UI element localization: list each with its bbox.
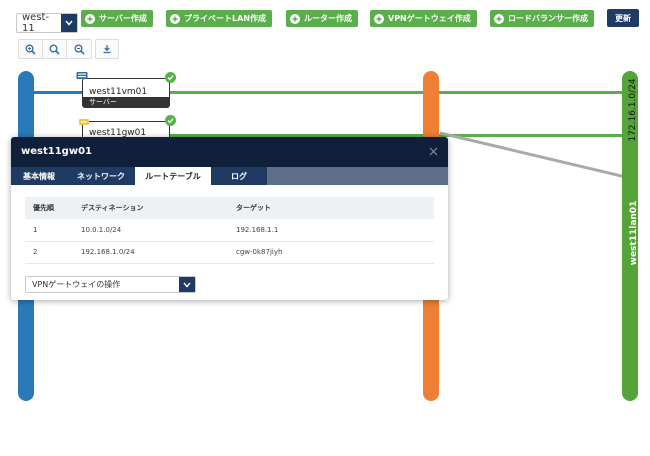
cell-destination: 192.168.1.0/24 xyxy=(73,241,228,264)
chevron-down-icon xyxy=(179,277,195,292)
plus-icon xyxy=(374,13,384,24)
zoom-in-icon xyxy=(25,44,36,55)
gateway-node[interactable]: west11gw01 xyxy=(82,121,170,141)
route-table: 優先順 デスティネーション ターゲット 1 10.0.1.0/24 192.16… xyxy=(25,197,434,264)
connection-line xyxy=(32,91,84,94)
modal-header: west11gw01 xyxy=(11,137,448,167)
lan-bar-green[interactable] xyxy=(622,71,638,401)
plus-icon xyxy=(170,13,180,24)
create-private-lan-button[interactable]: プライベートLAN作成 xyxy=(166,10,272,27)
plus-icon xyxy=(290,13,300,24)
connection-line xyxy=(170,134,626,137)
refresh-button[interactable]: 更新 xyxy=(607,9,639,27)
tab-basic-info[interactable]: 基本情報 xyxy=(23,171,55,181)
create-load-balancer-label: ロードバランサー作成 xyxy=(508,14,588,23)
region-select-value: west-11 xyxy=(22,12,50,34)
region-select[interactable]: west-11 xyxy=(16,12,78,34)
action-select-value: VPNゲートウェイの操作 xyxy=(32,280,121,289)
plus-icon xyxy=(494,13,504,24)
create-server-button[interactable]: サーバー作成 xyxy=(81,10,153,27)
zoom-reset-button[interactable] xyxy=(43,40,67,58)
table-header-row: 優先順 デスティネーション ターゲット xyxy=(25,197,434,219)
cell-target: 192.168.1.1 xyxy=(228,219,434,242)
zoom-controls xyxy=(18,39,92,59)
plus-icon xyxy=(85,13,95,24)
close-icon[interactable] xyxy=(427,145,439,157)
connection-line-diagonal xyxy=(440,131,630,180)
column-header-target: ターゲット xyxy=(228,197,434,219)
modal-tabs: 基本情報 ネットワーク ルートテーブル ログ xyxy=(11,167,448,185)
cell-destination: 10.0.1.0/24 xyxy=(73,219,228,242)
lan-name-label: west11lan01 xyxy=(629,200,639,266)
create-router-button[interactable]: ルーター作成 xyxy=(286,10,358,27)
search-icon xyxy=(49,44,60,55)
vpn-gateway-action-select[interactable]: VPNゲートウェイの操作 xyxy=(25,276,196,293)
create-vpn-gateway-label: VPNゲートウェイ作成 xyxy=(388,14,471,23)
server-icon xyxy=(76,72,88,79)
create-private-lan-label: プライベートLAN作成 xyxy=(184,14,266,23)
modal-title: west11gw01 xyxy=(21,146,92,157)
table-row[interactable]: 1 10.0.1.0/24 192.168.1.1 xyxy=(25,219,434,242)
tab-network[interactable]: ネットワーク xyxy=(77,171,125,181)
gateway-node-name: west11gw01 xyxy=(89,128,147,138)
server-node-name: west11vm01 xyxy=(89,87,148,97)
tab-route-table[interactable]: ルートテーブル xyxy=(135,167,211,185)
download-icon xyxy=(103,45,111,54)
cell-priority: 1 xyxy=(25,219,73,242)
create-router-label: ルーター作成 xyxy=(304,14,352,23)
tab-log[interactable]: ログ xyxy=(231,171,247,181)
zoom-in-button[interactable] xyxy=(19,40,43,58)
create-vpn-gateway-button[interactable]: VPNゲートウェイ作成 xyxy=(370,10,477,27)
status-check-icon xyxy=(165,72,176,83)
zoom-out-icon xyxy=(74,44,85,55)
zoom-out-button[interactable] xyxy=(67,40,91,58)
download-button[interactable] xyxy=(95,39,119,59)
status-check-icon xyxy=(165,115,176,126)
create-server-label: サーバー作成 xyxy=(99,14,147,23)
cell-target: cgw-0k87jiyh xyxy=(228,241,434,264)
tab-bar-filler xyxy=(267,167,448,185)
cell-priority: 2 xyxy=(25,241,73,264)
network-cidr-label: 172.16.1.0/24 xyxy=(628,78,638,142)
server-node[interactable]: west11vm01 サーバー xyxy=(82,78,170,108)
column-header-destination: デスティネーション xyxy=(73,197,228,219)
gateway-icon xyxy=(79,119,89,125)
chevron-down-icon xyxy=(61,14,77,32)
table-row[interactable]: 2 192.168.1.0/24 cgw-0k87jiyh xyxy=(25,241,434,264)
connection-line xyxy=(170,91,626,94)
create-load-balancer-button[interactable]: ロードバランサー作成 xyxy=(490,10,594,27)
column-header-priority: 優先順 xyxy=(25,197,73,219)
server-node-type: サーバー xyxy=(83,97,169,107)
gateway-detail-modal: west11gw01 基本情報 ネットワーク ルートテーブル ログ 優先順 デス… xyxy=(11,137,448,300)
